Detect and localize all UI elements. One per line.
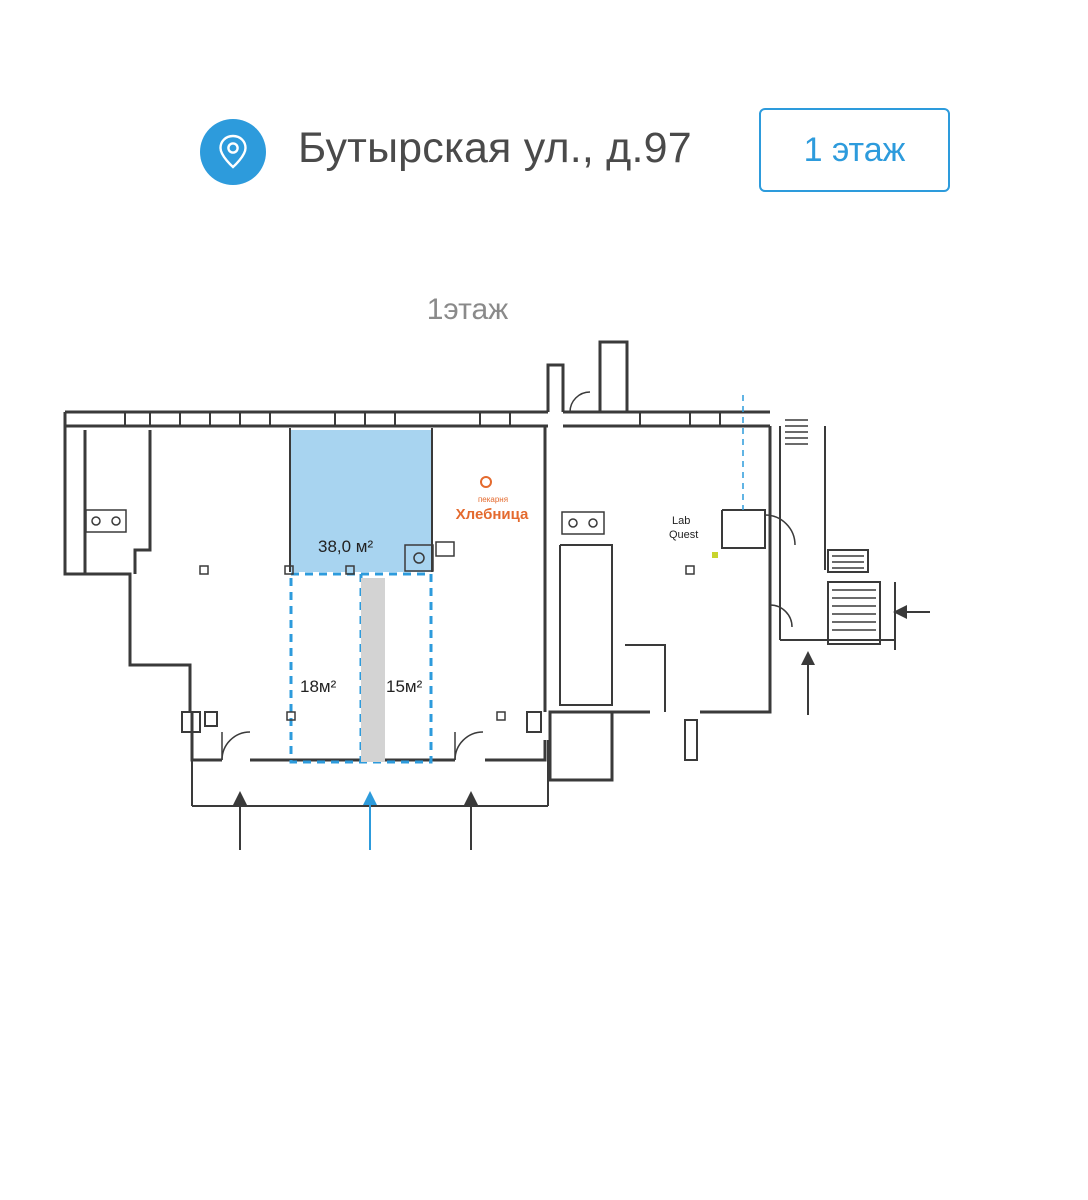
toilet-fixtures [85,509,605,572]
columns [199,565,695,721]
lab-quest-line1: Lab [672,515,690,527]
header: Бутырская ул., д.97 1 этаж [0,0,1088,220]
lab-quest-line2: Quest [669,529,698,541]
bakery-name: Хлебница [456,506,529,523]
room-38-highlight[interactable] [291,430,431,572]
room-18-area-label: 18м² [300,677,337,696]
floor-plan: 38,0 м² 18м² 15м² пекарня Хлебница Lab Q… [63,340,930,850]
address-text: Бутырская ул., д.97 [298,124,692,172]
lab-quest-marker [712,552,718,558]
floor-selector-button[interactable]: 1 этаж [759,108,950,192]
stairs-top-right [785,419,808,445]
room-38-area-label: 38,0 м² [318,537,373,556]
room-15-area-label: 15м² [386,677,423,696]
bakery-logo-icon [480,476,492,488]
corridor-strip [361,578,385,762]
location-badge [200,119,266,185]
plan-title: 1этаж [426,293,509,326]
bakery-subtitle: пекарня [478,495,508,504]
outer-walls [63,340,896,807]
stairs-bottom-right [832,555,876,631]
location-pin-icon [219,134,247,169]
